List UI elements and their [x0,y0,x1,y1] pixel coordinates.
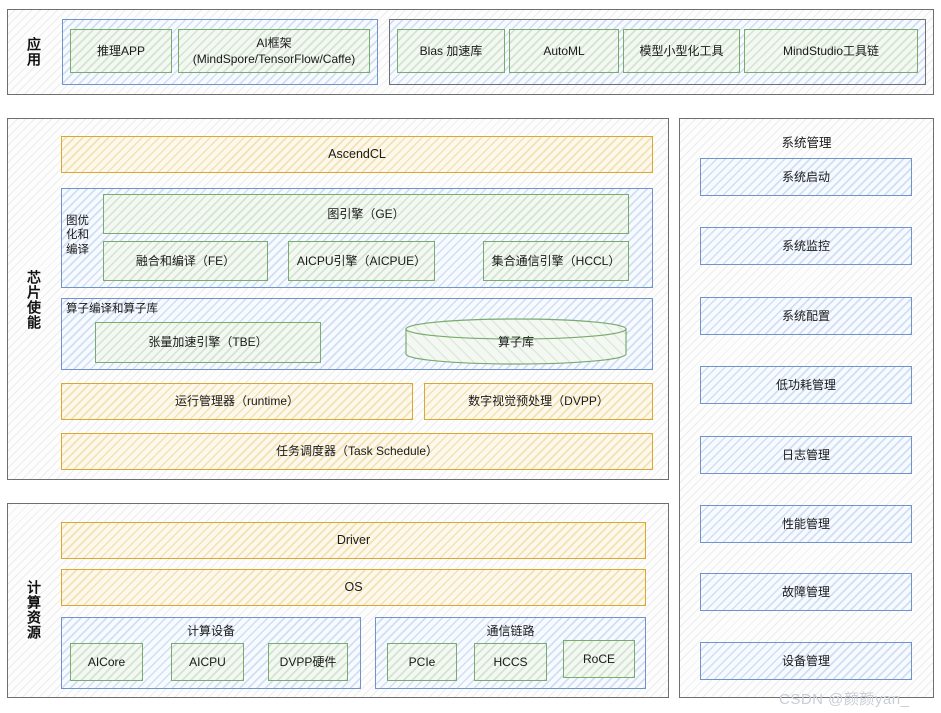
device-item-aicore[interactable]: AICore [70,643,143,681]
graph-engine-label: 图引擎（GE） [327,206,405,221]
device-item-label: AICPU [189,654,226,669]
driver-label: Driver [336,533,371,548]
link-item-pcie[interactable]: PCIe [387,643,457,681]
sysmgmt-item-fault[interactable]: 故障管理 [700,573,912,611]
fusion-engine-label: 融合和编译（FE） [135,253,236,268]
sysmgmt-item-label: 系统配置 [781,308,830,323]
sysmgmt-item-label: 系统监控 [781,238,830,253]
app-item-model-miniaturization[interactable]: 模型小型化工具 [623,29,740,73]
device-item-label: DVPP硬件 [279,654,337,669]
app-item-inference-app[interactable]: 推理APP [70,29,172,73]
tbe-label: 张量加速引擎（TBE） [148,335,268,350]
app-item-label: AutoML [543,43,585,58]
system-management-panel [679,118,934,698]
app-item-mindstudio[interactable]: MindStudio工具链 [744,29,918,73]
sysmgmt-item-label: 低功耗管理 [775,377,836,392]
watermark: CSDN @颜颜yan_ [779,691,910,708]
device-item-dvpp-hw[interactable]: DVPP硬件 [268,643,348,681]
operator-library-label: 算子库 [497,335,534,349]
ascendcl-label: AscendCL [328,147,386,162]
app-item-label: MindStudio工具链 [782,43,880,58]
ascendcl-box[interactable]: AscendCL [61,136,653,173]
app-item-label-line1: AI框架 [256,35,292,50]
aicpu-engine-label: AICPU引擎（AICPUE） [296,253,427,268]
chip-enablement-layer-label: 芯片使能 [26,270,42,330]
sysmgmt-item-label: 系统启动 [781,169,830,184]
link-item-roce[interactable]: RoCE [563,640,635,678]
sysmgmt-item-performance[interactable]: 性能管理 [700,505,912,543]
app-item-label: Blas 加速库 [419,43,483,58]
sysmgmt-item-label: 设备管理 [781,653,830,668]
operator-library-cylinder[interactable]: 算子库 [405,318,627,365]
sysmgmt-item-low-power[interactable]: 低功耗管理 [700,366,912,404]
system-management-caption: 系统管理 [781,136,832,150]
graph-engine-box[interactable]: 图引擎（GE） [103,194,629,234]
app-item-blas[interactable]: Blas 加速库 [397,29,505,73]
runtime-box[interactable]: 运行管理器（runtime） [61,383,413,420]
hccl-engine-box[interactable]: 集合通信引擎（HCCL） [483,241,629,281]
driver-box[interactable]: Driver [61,522,646,559]
sysmgmt-item-system-config[interactable]: 系统配置 [700,297,912,335]
link-item-label: RoCE [582,651,615,666]
os-label: OS [344,580,363,595]
sysmgmt-item-label: 日志管理 [781,447,830,462]
link-item-label: HCCS [493,654,528,669]
sysmgmt-item-system-startup[interactable]: 系统启动 [700,158,912,196]
app-item-label: 推理APP [96,43,145,58]
sysmgmt-item-log[interactable]: 日志管理 [700,436,912,474]
sysmgmt-item-system-monitor[interactable]: 系统监控 [700,227,912,265]
graph-optimization-side-label: 图优化和编译 [66,215,89,256]
os-box[interactable]: OS [61,569,646,606]
app-item-label-line2: (MindSpore/TensorFlow/Caffe) [192,52,356,66]
aicpu-engine-box[interactable]: AICPU引擎（AICPUE） [288,241,435,281]
link-item-label: PCIe [408,654,436,669]
dvpp-box[interactable]: 数字视觉预处理（DVPP） [424,383,653,420]
hccl-engine-label: 集合通信引擎（HCCL） [491,253,621,268]
application-layer-label: 应用 [26,37,42,67]
compute-devices-caption: 计算设备 [186,624,235,638]
tbe-box[interactable]: 张量加速引擎（TBE） [95,322,321,363]
sysmgmt-item-device[interactable]: 设备管理 [700,642,912,680]
sysmgmt-item-label: 性能管理 [781,516,830,531]
device-item-aicpu[interactable]: AICPU [171,643,244,681]
fusion-engine-box[interactable]: 融合和编译（FE） [103,241,268,281]
dvpp-label: 数字视觉预处理（DVPP） [468,394,609,409]
operator-group-caption: 算子编译和算子库 [66,303,158,315]
compute-resource-layer-label: 计算资源 [26,580,42,640]
device-item-label: AICore [87,654,126,669]
task-schedule-box[interactable]: 任务调度器（Task Schedule） [61,433,653,470]
app-item-ai-framework[interactable]: AI框架 (MindSpore/TensorFlow/Caffe) [178,29,370,73]
task-schedule-label: 任务调度器（Task Schedule） [275,444,439,459]
runtime-label: 运行管理器（runtime） [174,394,299,409]
app-item-label: 模型小型化工具 [639,43,724,58]
app-item-automl[interactable]: AutoML [509,29,619,73]
comm-links-caption: 通信链路 [486,624,535,638]
sysmgmt-item-label: 故障管理 [781,584,830,599]
link-item-hccs[interactable]: HCCS [474,643,547,681]
